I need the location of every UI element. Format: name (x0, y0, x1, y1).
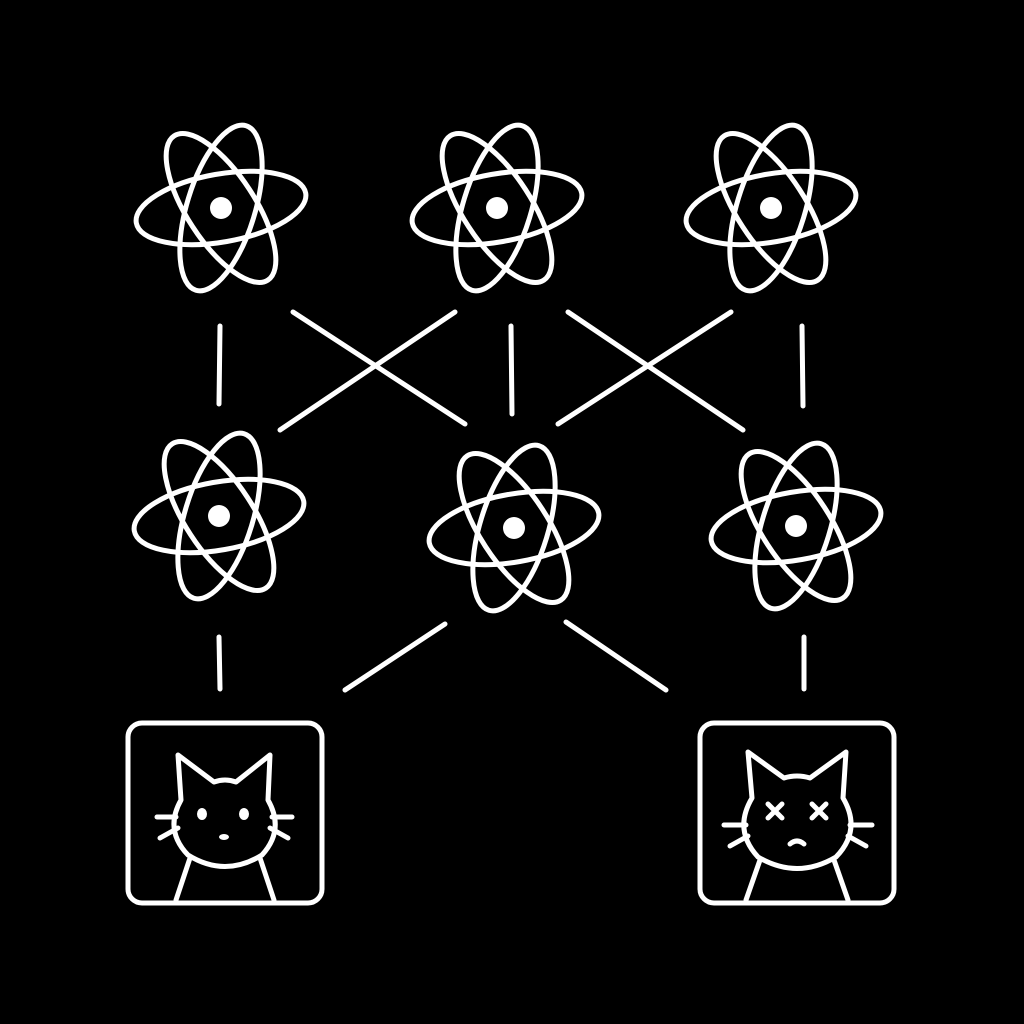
atom-icon (406, 116, 587, 300)
connection-line (563, 619, 669, 693)
connection-line (216, 323, 223, 407)
cat-dead-icon (721, 749, 875, 903)
connection-line (565, 309, 746, 433)
atom-icon (680, 116, 861, 300)
atom-icon (705, 434, 886, 618)
cat-alive-box (125, 720, 325, 906)
connection-line (799, 323, 806, 409)
atom-icon (130, 116, 311, 300)
cat-alive-icon (154, 752, 295, 903)
connection-line (277, 309, 458, 433)
connection-line (508, 323, 515, 417)
connections (216, 309, 807, 693)
cat-dead-box (697, 720, 897, 906)
atom-icon (128, 424, 309, 608)
connection-line (290, 309, 468, 427)
connection-line (555, 309, 734, 427)
connection-line (216, 634, 223, 692)
connection-line (342, 621, 448, 693)
atom-icon (423, 436, 604, 620)
